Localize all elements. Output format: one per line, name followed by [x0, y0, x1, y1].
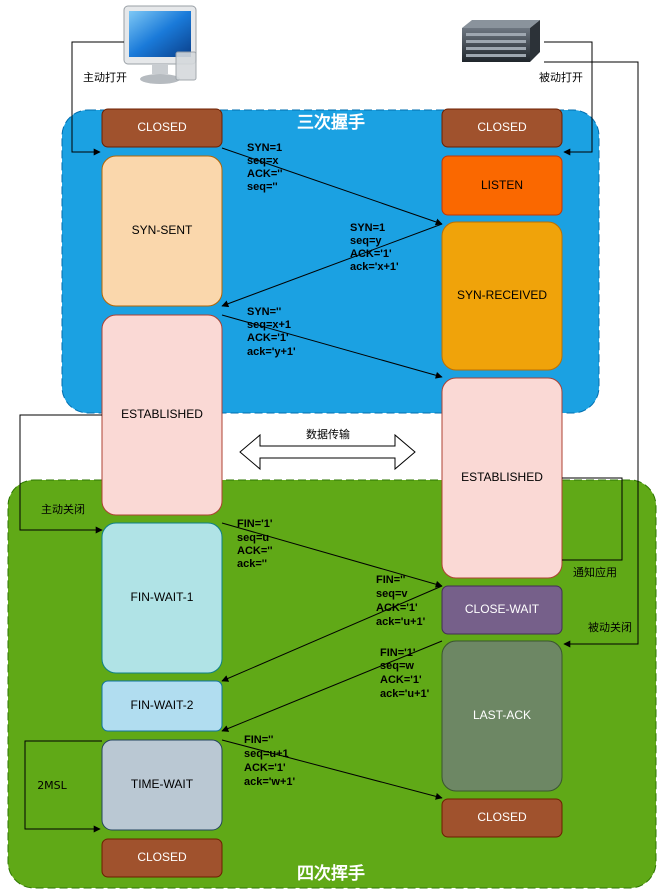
- svg-text:seq=x: seq=x: [247, 155, 279, 167]
- state-client-closed-end: CLOSED: [101, 838, 223, 878]
- arrow-ack-2: [221, 585, 443, 682]
- svg-text:LISTEN: LISTEN: [481, 178, 523, 192]
- svg-text:ack='x+1': ack='x+1': [350, 261, 399, 273]
- svg-text:ACK='1': ACK='1': [247, 332, 289, 344]
- passive-close-connector: [544, 61, 639, 648]
- svg-text:SYN-RECEIVED: SYN-RECEIVED: [457, 288, 547, 302]
- packet-label-5: FIN='' seq=v ACK='1' ack='u+1': [376, 574, 426, 628]
- svg-text:seq=u: seq=u: [237, 532, 269, 544]
- svg-text:ack='y+1': ack='y+1': [247, 346, 296, 358]
- svg-text:seq=w: seq=w: [380, 660, 414, 672]
- svg-text:ack='u+1': ack='u+1': [376, 616, 426, 628]
- svg-text:ACK='1': ACK='1': [244, 762, 286, 774]
- state-server-established: ESTABLISHED: [441, 377, 563, 579]
- arrow-syn-ack: [221, 223, 443, 308]
- svg-text:FIN='1': FIN='1': [380, 647, 416, 659]
- state-server-closed-end: CLOSED: [441, 798, 563, 838]
- svg-text:ACK='1': ACK='1': [376, 602, 418, 614]
- svg-text:seq=y: seq=y: [350, 235, 382, 247]
- passive-close-label: 被动关闭: [588, 620, 632, 634]
- svg-text:seq=x+1: seq=x+1: [247, 319, 291, 331]
- svg-text:FIN-WAIT-2: FIN-WAIT-2: [131, 698, 194, 712]
- packet-label-2: SYN=1 seq=y ACK='1' ack='x+1': [350, 222, 399, 273]
- state-syn-sent: SYN-SENT: [101, 155, 223, 307]
- state-server-closed: CLOSED: [441, 108, 563, 148]
- svg-text:seq=v: seq=v: [376, 588, 408, 600]
- state-fin-wait-2: FIN-WAIT-2: [101, 680, 223, 732]
- svg-text:CLOSE-WAIT: CLOSE-WAIT: [465, 602, 540, 616]
- notify-app-label: 通知应用: [573, 565, 617, 579]
- svg-text:FIN='': FIN='': [244, 734, 274, 746]
- active-open-connector: [71, 41, 124, 156]
- active-close-connector: [19, 414, 103, 534]
- wave-title: 四次挥手: [297, 863, 365, 884]
- svg-text:SYN=1: SYN=1: [350, 222, 385, 234]
- state-time-wait: TIME-WAIT: [101, 739, 223, 831]
- packet-label-1: SYN=1 seq=x ACK='' seq='': [247, 142, 283, 193]
- svg-text:CLOSED: CLOSED: [137, 850, 187, 864]
- svg-text:ack='': ack='': [237, 558, 267, 570]
- state-fin-wait-1: FIN-WAIT-1: [101, 522, 223, 674]
- data-transfer-label: 数据传输: [306, 427, 350, 441]
- arrow-ack-final: [221, 739, 443, 800]
- desktop-computer-icon: [123, 5, 197, 84]
- data-transfer-arrow: [239, 433, 416, 471]
- svg-text:CLOSED: CLOSED: [137, 120, 187, 134]
- msl-label: 2MSL: [37, 779, 67, 792]
- svg-text:seq='': seq='': [247, 181, 278, 193]
- handshake-title: 三次握手: [297, 112, 365, 133]
- svg-text:ESTABLISHED: ESTABLISHED: [121, 407, 203, 421]
- arrow-fin-2: [221, 640, 443, 732]
- svg-text:SYN='': SYN='': [247, 306, 282, 318]
- svg-text:FIN='': FIN='': [376, 574, 406, 586]
- arrow-fin-1: [221, 522, 443, 588]
- svg-text:SYN-SENT: SYN-SENT: [132, 223, 193, 237]
- svg-text:ACK='': ACK='': [247, 168, 283, 180]
- packet-label-6: FIN='1' seq=w ACK='1' ack='u+1': [380, 647, 430, 700]
- state-client-established: ESTABLISHED: [101, 314, 223, 516]
- msl-connector: [24, 740, 102, 833]
- svg-text:SYN=1: SYN=1: [247, 142, 282, 154]
- svg-text:FIN='1': FIN='1': [237, 518, 273, 530]
- notify-app-connector: [562, 477, 623, 561]
- svg-text:FIN-WAIT-1: FIN-WAIT-1: [131, 590, 194, 604]
- svg-text:ACK='1': ACK='1': [380, 674, 422, 686]
- arrow-ack: [221, 314, 443, 379]
- packet-label-4: FIN='1' seq=u ACK='' ack='': [237, 518, 273, 570]
- passive-open-label: 被动打开: [539, 70, 583, 84]
- svg-text:ack='w+1': ack='w+1': [244, 776, 295, 788]
- packet-label-3: SYN='' seq=x+1 ACK='1' ack='y+1': [247, 306, 296, 358]
- svg-text:ACK='': ACK='': [237, 545, 273, 557]
- svg-text:seq=u+1: seq=u+1: [244, 748, 289, 760]
- packet-label-7: FIN='' seq=u+1 ACK='1' ack='w+1': [244, 734, 295, 788]
- active-open-label: 主动打开: [83, 70, 127, 84]
- passive-open-connector: [544, 41, 593, 156]
- server-rack-icon: [462, 20, 540, 62]
- arrow-syn: [221, 147, 443, 226]
- svg-text:ESTABLISHED: ESTABLISHED: [461, 470, 543, 484]
- svg-text:TIME-WAIT: TIME-WAIT: [131, 777, 194, 791]
- svg-text:ACK='1': ACK='1': [350, 248, 392, 260]
- svg-text:CLOSED: CLOSED: [477, 810, 527, 824]
- state-client-closed: CLOSED: [101, 108, 223, 148]
- svg-text:LAST-ACK: LAST-ACK: [473, 708, 531, 722]
- active-close-label: 主动关闭: [41, 502, 85, 516]
- svg-text:ack='u+1': ack='u+1': [380, 688, 430, 700]
- svg-text:CLOSED: CLOSED: [477, 120, 527, 134]
- state-last-ack: LAST-ACK: [441, 640, 563, 792]
- state-syn-received: SYN-RECEIVED: [441, 221, 563, 371]
- state-listen: LISTEN: [441, 155, 563, 216]
- state-close-wait: CLOSE-WAIT: [441, 585, 563, 635]
